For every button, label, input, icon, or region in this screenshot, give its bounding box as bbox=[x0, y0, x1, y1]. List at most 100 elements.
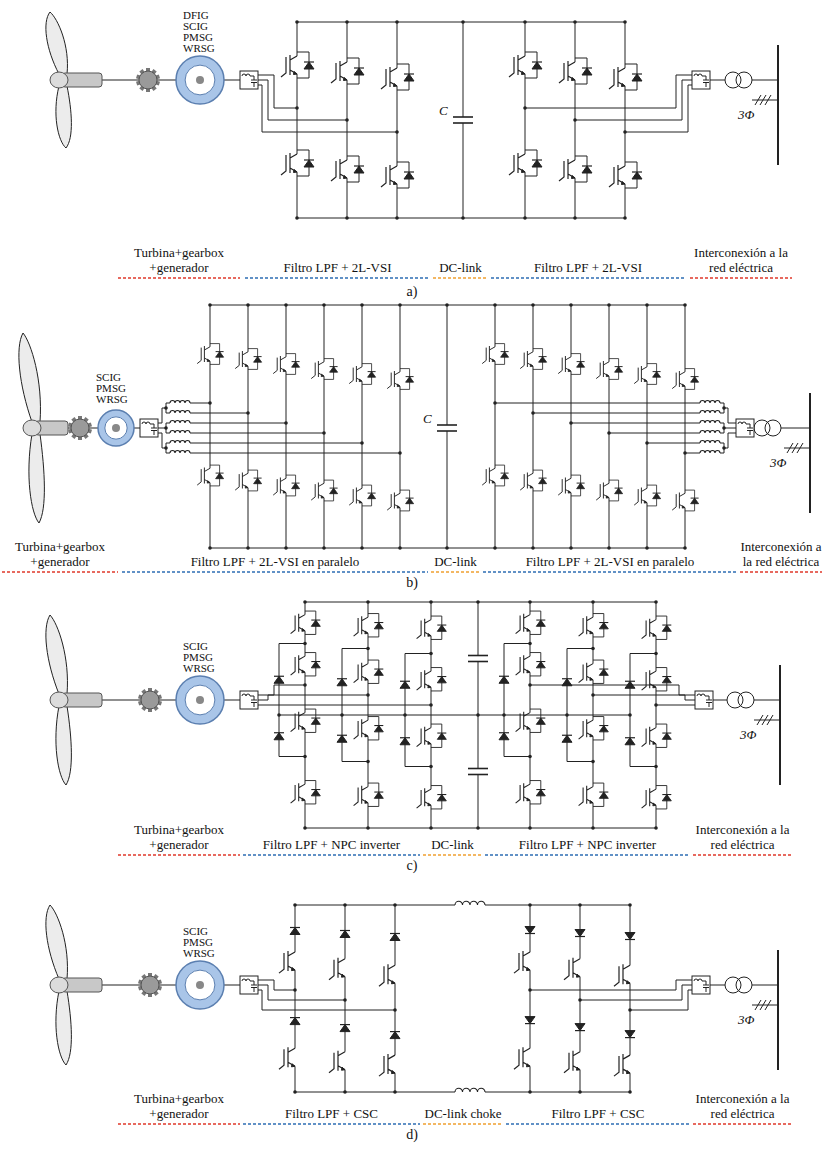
wire-path bbox=[166, 423, 170, 424]
wire-path bbox=[593, 649, 594, 664]
wire-path bbox=[691, 377, 699, 383]
wire-path bbox=[305, 757, 306, 785]
wire-path bbox=[609, 165, 625, 187]
wire-path bbox=[672, 371, 685, 389]
junction-dot bbox=[623, 216, 627, 220]
wire-path bbox=[342, 649, 368, 762]
wire-path bbox=[627, 1071, 631, 1074]
panel-letter: a) bbox=[407, 284, 418, 300]
wire-path bbox=[463, 123, 464, 218]
junction-dot bbox=[654, 703, 658, 707]
panel-letter: c) bbox=[407, 858, 418, 874]
junction-dot bbox=[395, 20, 399, 24]
igbt-symbol bbox=[291, 653, 321, 676]
wire-path bbox=[571, 371, 572, 423]
wire-path bbox=[562, 735, 572, 742]
wire-path bbox=[533, 366, 534, 413]
gearbox bbox=[141, 691, 159, 709]
wire-path bbox=[245, 486, 248, 488]
wire-path bbox=[400, 453, 401, 493]
wire-path bbox=[596, 361, 609, 379]
generator-type: SCIG bbox=[183, 21, 208, 32]
generator bbox=[176, 676, 224, 724]
wire-path bbox=[290, 1017, 300, 1018]
wire-path bbox=[478, 662, 479, 716]
wire-path bbox=[455, 901, 485, 905]
wire-path bbox=[501, 352, 509, 358]
junction-dot bbox=[295, 216, 299, 220]
section-label: DC-link bbox=[423, 838, 482, 853]
wire-path bbox=[468, 768, 488, 770]
filter-box bbox=[240, 976, 258, 994]
transformer-winding bbox=[765, 420, 781, 436]
wire-path bbox=[311, 790, 320, 796]
generator bbox=[98, 410, 134, 446]
converter-panel bbox=[46, 901, 778, 1094]
wire-path bbox=[292, 1064, 296, 1067]
wire-path bbox=[290, 1018, 300, 1025]
wire-path bbox=[431, 636, 432, 654]
wire-path bbox=[533, 488, 534, 548]
junction-dot bbox=[628, 1008, 632, 1012]
wire-path bbox=[362, 381, 363, 443]
section-label: Interconexión a la red eléctrica bbox=[693, 1092, 792, 1122]
wire-path bbox=[437, 677, 446, 683]
wire-path bbox=[392, 1071, 396, 1074]
junction-dot bbox=[528, 826, 532, 830]
wire-path bbox=[525, 927, 535, 934]
igbt-symbol bbox=[672, 490, 698, 511]
wire-path bbox=[437, 676, 446, 677]
wire-path bbox=[286, 493, 287, 548]
junction-dot bbox=[246, 303, 250, 307]
wire-path bbox=[784, 448, 810, 449]
igbt-symbol bbox=[509, 52, 542, 78]
wire-path bbox=[311, 718, 320, 724]
wire-path bbox=[765, 1000, 771, 1010]
wire-path bbox=[575, 80, 692, 120]
wire-path bbox=[302, 629, 305, 632]
section-underline bbox=[740, 571, 822, 572]
igbt-symbol bbox=[349, 364, 375, 385]
igbt-symbol bbox=[516, 781, 546, 804]
junction-dot bbox=[393, 903, 397, 907]
wire-path bbox=[295, 1066, 296, 1092]
igbt-symbol bbox=[381, 162, 414, 188]
wire-path bbox=[404, 73, 414, 74]
junction-dot bbox=[607, 431, 611, 435]
wire-path bbox=[190, 403, 210, 404]
junction-dot bbox=[343, 998, 347, 1002]
wire-path bbox=[354, 67, 364, 68]
wire-path bbox=[362, 443, 363, 488]
wire-path bbox=[248, 488, 249, 548]
igbt-symbol bbox=[634, 364, 660, 385]
wire-path bbox=[582, 68, 592, 75]
wire-path bbox=[431, 687, 432, 705]
wire-path bbox=[632, 73, 642, 74]
wire-path bbox=[599, 792, 608, 793]
section-label: Turbina+gearbox +generador bbox=[118, 1092, 240, 1122]
converter-panel bbox=[46, 12, 778, 220]
wire-path bbox=[331, 159, 347, 181]
wire-path bbox=[166, 433, 170, 434]
wire-path bbox=[279, 1047, 295, 1069]
wire-path bbox=[354, 165, 364, 166]
junction-dot bbox=[683, 303, 687, 307]
igbt-symbol bbox=[291, 709, 321, 732]
section-label: Turbina+gearbox +generador bbox=[118, 246, 240, 276]
wire-path bbox=[558, 356, 571, 374]
wire-path bbox=[577, 362, 585, 368]
wire-path bbox=[567, 649, 593, 762]
wire-path bbox=[762, 715, 768, 725]
generator-type: DFIG bbox=[183, 10, 209, 21]
turbine-blade bbox=[46, 905, 68, 979]
wire-path bbox=[656, 705, 695, 706]
igbt-symbol bbox=[514, 1047, 530, 1069]
igbt-symbol bbox=[642, 668, 672, 691]
wire-path bbox=[354, 166, 364, 173]
junction-dot bbox=[476, 826, 480, 830]
igbt-symbol bbox=[482, 344, 508, 365]
wire-path bbox=[767, 715, 773, 725]
wire-path bbox=[527, 968, 531, 971]
igbt-symbol bbox=[564, 958, 580, 980]
wire-path bbox=[615, 366, 623, 367]
